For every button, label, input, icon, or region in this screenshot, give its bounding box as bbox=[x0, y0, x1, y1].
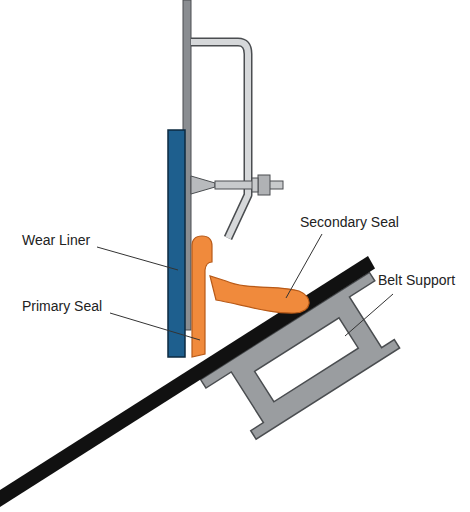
secondary-seal bbox=[210, 276, 309, 313]
clamp-bracket bbox=[191, 42, 248, 238]
leader-line bbox=[345, 294, 393, 336]
washer bbox=[252, 178, 258, 192]
part-label: Wear Liner bbox=[22, 232, 90, 249]
part-label: Primary Seal bbox=[22, 298, 102, 315]
nut bbox=[258, 175, 270, 195]
wear-liner bbox=[168, 130, 185, 357]
bolt-weld bbox=[191, 176, 215, 194]
belt-support bbox=[201, 272, 413, 447]
leader-lines bbox=[97, 234, 393, 340]
leader-line bbox=[110, 313, 200, 340]
bolt bbox=[215, 181, 283, 189]
part-label: Secondary Seal bbox=[300, 214, 399, 231]
leader-line bbox=[286, 234, 322, 298]
clamp-bracket-outline bbox=[191, 42, 248, 238]
part-label: Belt Support bbox=[378, 272, 455, 289]
leader-line bbox=[97, 247, 178, 270]
